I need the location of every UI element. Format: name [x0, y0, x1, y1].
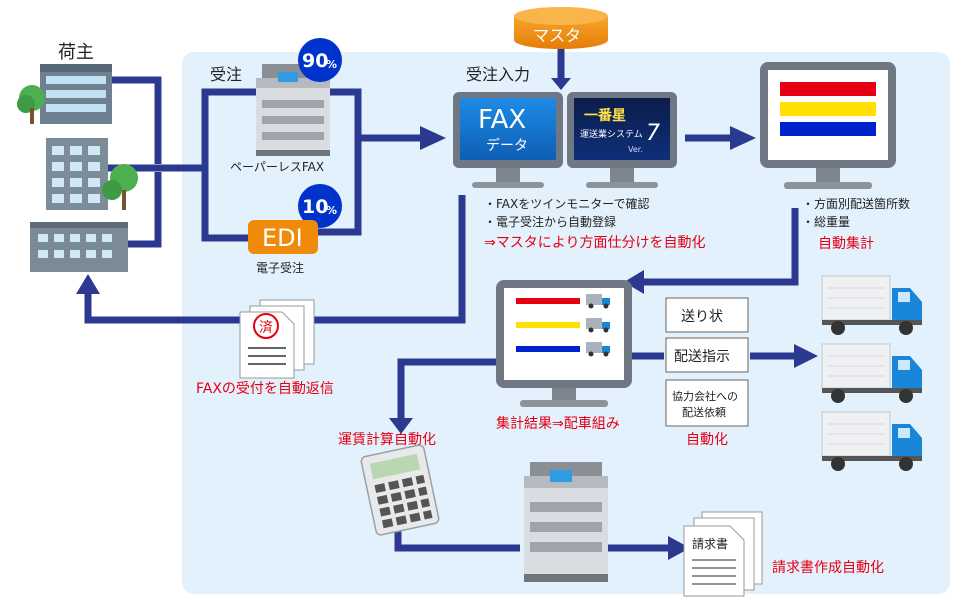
arrow-master [551, 78, 571, 90]
auto-total-label: 自動集計 [818, 235, 874, 252]
doc-box-partner-request: 協力会社への 配送依頼 [665, 379, 749, 427]
arrow-to-trucks [794, 344, 818, 368]
doc-box-waybill-label: 送り状 [681, 309, 723, 325]
truck-icon-1 [821, 275, 922, 335]
edi-badge: EDI [248, 220, 318, 254]
badge-edi-percent: 10 % [298, 184, 342, 228]
software-name: 運送業システム [580, 128, 643, 140]
shipper-label: 荷主 [58, 42, 94, 63]
order-entry-label: 受注入力 [466, 65, 530, 84]
fare-auto-label: 運賃計算自動化 [338, 432, 436, 448]
building-icon-3 [30, 222, 128, 272]
stamp-char: 済 [259, 320, 273, 336]
mid-red-note: ⇒マスタにより方面仕分けを自動化 [484, 235, 705, 251]
bullet-mid-2: ・電子受注から自動登録 [484, 214, 616, 229]
arrow-to-invoice [668, 536, 690, 560]
line-from-edi [318, 142, 362, 236]
line-to-edi [201, 168, 250, 242]
building-icon-2 [46, 138, 138, 210]
totals-monitor [760, 62, 896, 189]
software-ver-label: Ver. [628, 145, 643, 154]
arrow-to-totals [730, 126, 756, 150]
software-monitor: 一番星 運送業システム 7 Ver. [567, 92, 677, 188]
arrow-to-dispatch [624, 270, 644, 294]
invoice-doc-label: 請求書 [692, 537, 728, 551]
line-to-fax [201, 88, 265, 168]
doc-box-partner-request-label-2: 配送依頼 [682, 405, 726, 419]
line-shipper-top [108, 76, 162, 164]
badge-edi-sign: % [326, 204, 337, 217]
line-to-fare [397, 358, 500, 420]
master-label: マスタ [533, 26, 581, 45]
edi-label: EDI [262, 224, 303, 252]
doc-box-partner-request-label-1: 協力会社への [672, 389, 738, 403]
building-icon-1 [17, 64, 112, 124]
edi-sub-label: 電子受注 [256, 260, 304, 275]
bullet-right-2: ・総重量 [802, 215, 850, 229]
invoice-auto-label: 請求書作成自動化 [772, 560, 884, 576]
invoice-document-icon: 請求書 [683, 511, 763, 597]
line-totals-down [640, 208, 799, 286]
arrow-to-shipper [76, 274, 100, 294]
mini-truck-icon-3 [586, 342, 610, 357]
fax-machine-icon [256, 64, 330, 156]
arrow-to-entry [420, 126, 446, 150]
doc-box-waybill: 送り状 [665, 297, 749, 333]
dispatch-monitor [496, 280, 632, 407]
bullet-right-1: ・方面別配送箇所数 [802, 196, 910, 211]
fax-screen-sub: データ [486, 137, 528, 154]
fax-data-monitor: FAX データ [453, 92, 563, 188]
automation-label: 自動化 [686, 432, 728, 448]
arrow-heads [76, 78, 818, 560]
calculator-icon [360, 444, 440, 536]
fax-screen-title: FAX [478, 105, 526, 135]
doc-box-delivery-instruction-label: 配送指示 [674, 349, 730, 365]
truck-icon-3 [821, 411, 922, 471]
badge-fax-percent: 90 % [298, 38, 342, 82]
line-from-fax [330, 88, 362, 142]
badge-fax-value: 90 [302, 50, 328, 72]
truck-icon-2 [821, 343, 922, 403]
master-database-icon: マスタ [514, 7, 608, 49]
printer-icon [524, 462, 608, 582]
dispatch-result-label: 集計結果⇒配車組み [496, 415, 620, 432]
bullet-mid-1: ・FAXをツインモニターで確認 [484, 196, 650, 211]
badge-fax-sign: % [326, 58, 337, 71]
mini-truck-icon-1 [586, 294, 610, 309]
software-logo: 一番星 [584, 107, 626, 124]
fax-reply-label: FAXの受付を自動返信 [196, 381, 334, 397]
paperless-fax-label: ペーパーレスFAX [230, 160, 324, 174]
mini-truck-icon-2 [586, 318, 610, 333]
arrow-to-fare [389, 418, 413, 434]
badge-edi-value: 10 [302, 196, 328, 218]
software-version: 7 [646, 121, 660, 146]
doc-box-delivery-instruction: 配送指示 [665, 337, 749, 373]
order-label: 受注 [210, 65, 242, 84]
fax-reply-document-icon: 済 [239, 299, 315, 379]
